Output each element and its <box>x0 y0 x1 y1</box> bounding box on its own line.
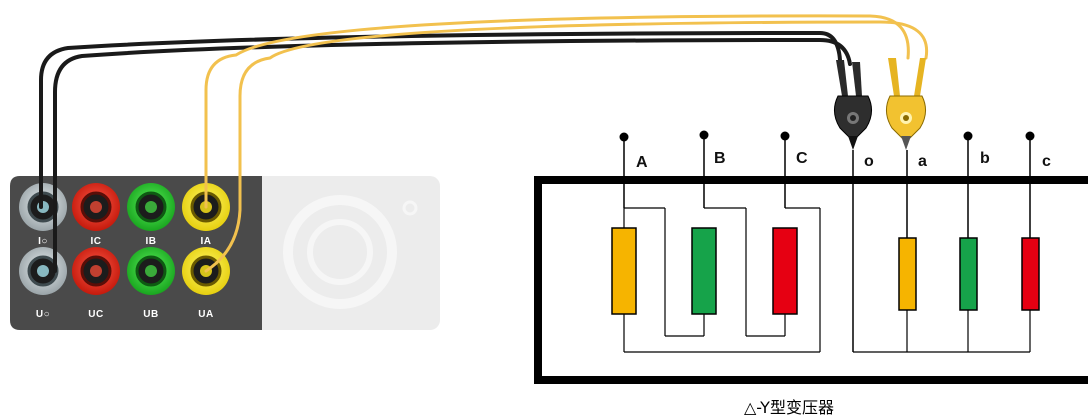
transformer-caption: △-Y型变压器 <box>744 398 834 417</box>
terminal-ib[interactable] <box>127 183 175 231</box>
secondary-label-a: a <box>918 153 927 170</box>
winding-a-primary <box>611 227 637 315</box>
pin-c-primary[interactable] <box>780 131 790 209</box>
terminal-label-ic: IC <box>90 236 102 247</box>
pin-c-secondary[interactable] <box>1025 131 1035 239</box>
terminal-label-ua: UA <box>198 309 214 320</box>
black-lead-uo <box>53 37 852 273</box>
wye-wiring <box>853 310 1031 353</box>
terminal-label-uo: U○ <box>35 309 51 320</box>
winding-b-primary <box>691 227 717 315</box>
black-clip[interactable] <box>834 60 872 150</box>
neutral-label-o: o <box>864 153 874 170</box>
terminal-label-ib: IB <box>145 236 157 247</box>
yellow-clip[interactable] <box>886 58 926 150</box>
primary-label-b: B <box>714 150 726 167</box>
transformer <box>534 130 1088 384</box>
primary-label-a: A <box>636 154 648 171</box>
pin-b-secondary[interactable] <box>963 131 973 239</box>
pin-a-primary[interactable] <box>619 132 629 209</box>
winding-b-secondary <box>959 237 978 311</box>
secondary-label-c: c <box>1042 153 1051 170</box>
lead-wires <box>39 14 929 273</box>
primary-label-c: C <box>796 150 808 167</box>
terminal-ub[interactable] <box>127 247 175 295</box>
terminal-label-io: I○ <box>38 236 48 247</box>
pin-b-primary[interactable] <box>699 130 709 209</box>
winding-c-primary <box>772 227 798 315</box>
yellow-lead-ia <box>204 14 910 209</box>
terminal-label-uc: UC <box>88 309 104 320</box>
terminal-uc[interactable] <box>72 247 120 295</box>
terminal-uo[interactable] <box>19 247 67 295</box>
terminal-label-ub: UB <box>143 309 159 320</box>
yellow-lead-ua <box>204 20 929 273</box>
terminal-label-ia: IA <box>200 236 212 247</box>
secondary-label-b: b <box>980 150 990 167</box>
winding-c-secondary <box>1021 237 1040 311</box>
terminal-ic[interactable] <box>72 183 120 231</box>
winding-a-secondary <box>898 237 917 311</box>
